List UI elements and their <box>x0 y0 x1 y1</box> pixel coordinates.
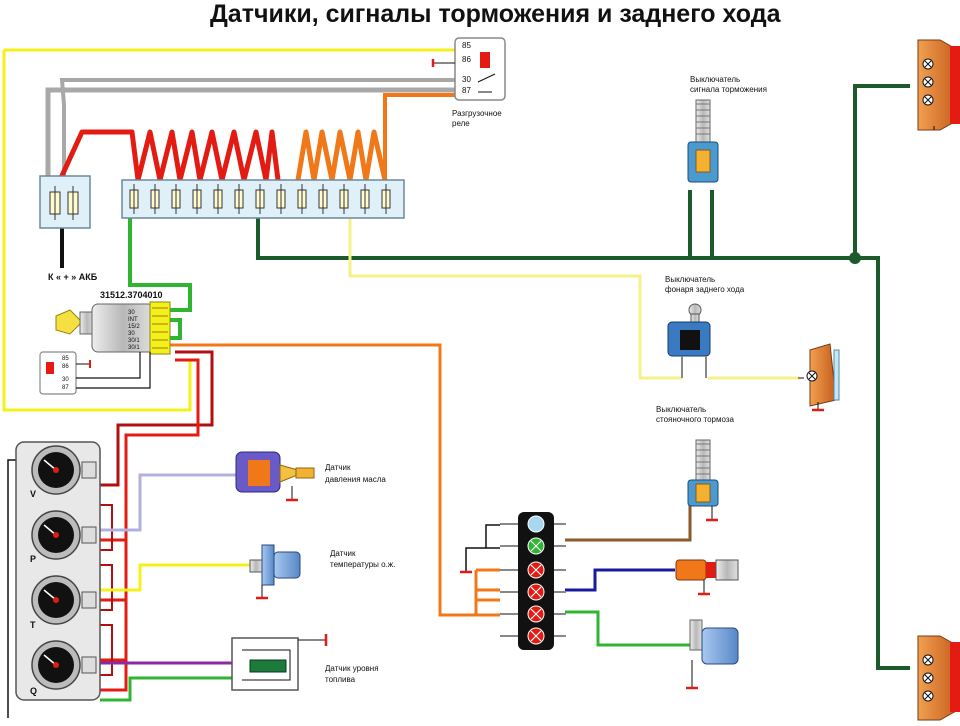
fuse <box>150 184 160 214</box>
wire-yellow-left-loop <box>2 50 192 412</box>
ign-relay-pin-30: 30 <box>62 377 69 383</box>
reverse-switch-label-1: Выключатель <box>665 275 715 284</box>
fuse <box>171 184 181 214</box>
fuse-block <box>121 179 405 219</box>
wire-black-lamp-link <box>485 524 500 549</box>
unload-relay-label-2: реле <box>452 119 470 128</box>
wire-green-fuel <box>100 676 232 702</box>
wire-red-gauges <box>100 358 200 692</box>
wire-black-gauge-ground <box>7 459 18 718</box>
wire-red-harness <box>57 129 281 183</box>
wire-green-ignition <box>128 218 192 312</box>
wire-darkgreen-main <box>256 218 855 260</box>
fuel-level-sensor <box>231 634 328 691</box>
relay-pin-86: 86 <box>462 55 471 64</box>
brake-switch-label-1: Выключатель <box>690 75 740 84</box>
gauge-dial <box>31 445 97 495</box>
fuse <box>234 184 244 214</box>
wire-junction <box>849 252 861 264</box>
battery-fuse-holder <box>39 175 91 229</box>
ignition-switch: 30 INT 15/2 30 30/1 30/1 <box>55 301 171 355</box>
wire-green-ignition-2 <box>165 318 182 340</box>
brake-signal-switch <box>687 99 719 183</box>
ign-relay-pin-86: 86 <box>62 364 69 370</box>
gauge-label-t: T <box>30 620 36 630</box>
fuel-sensor-label-2: топлива <box>325 675 356 684</box>
wire-brown-parkbrake <box>565 505 692 542</box>
fuse <box>297 184 307 214</box>
diagram-title: Датчики, сигналы торможения и заднего хо… <box>210 0 782 28</box>
relay-pin-30: 30 <box>462 75 471 84</box>
wire-darkred-links <box>100 504 113 676</box>
temp-sensor-label-1: Датчик <box>330 549 356 558</box>
wire-orange-lamp-branch <box>474 568 500 615</box>
brake-fluid-sensor <box>686 619 739 690</box>
reverse-light-switch <box>667 303 711 378</box>
ign-relay-pin-85: 85 <box>62 356 69 362</box>
wire-blue-sensor <box>565 568 675 592</box>
gauge-label-v: V <box>30 489 36 499</box>
ign-pin-301a: 30/1 <box>128 338 140 344</box>
coolant-temp-sensor <box>249 544 301 600</box>
ign-relay-pin-87: 87 <box>62 385 69 391</box>
wire-lavender-oil <box>100 473 240 532</box>
wire-gray-inner <box>59 78 455 180</box>
small-sensor <box>675 559 739 596</box>
fuse <box>276 184 286 214</box>
wire-gray-outer <box>45 87 455 180</box>
unload-relay: 85 86 30 87 <box>431 37 506 101</box>
fuse <box>192 184 202 214</box>
wire-orange-harness <box>295 129 388 183</box>
wire-orange-relay <box>383 93 455 180</box>
wire-yellow-temp <box>100 563 250 592</box>
battery-label: К « + » АКБ <box>48 272 98 282</box>
gauge-dial <box>31 575 97 625</box>
oil-sensor-label-1: Датчик <box>325 463 351 472</box>
gauge-label-q: Q <box>30 686 37 696</box>
wire-darkred-1 <box>100 350 214 487</box>
warning-lamp-block <box>500 512 566 650</box>
wire-yellow-reverse-in <box>348 218 682 380</box>
tail-lamp-top <box>917 39 960 131</box>
reverse-lamp <box>798 343 840 412</box>
relay-pin-87: 87 <box>462 86 471 95</box>
gauge-dial <box>31 640 97 690</box>
ign-pin-int: INT <box>128 317 138 323</box>
oil-pressure-sensor <box>235 451 315 502</box>
oil-sensor-label-2: давления масла <box>325 475 386 484</box>
parkbrake-switch-label-1: Выключатель <box>656 405 706 414</box>
wire-orange-lamps <box>170 343 500 617</box>
ign-pin-30a: 30 <box>128 310 135 316</box>
gauge-label-p: P <box>30 554 36 564</box>
temp-sensor-label-2: температуры о.ж. <box>330 560 395 569</box>
fuse <box>129 184 139 214</box>
parking-brake-switch <box>687 439 719 522</box>
gauge-cluster <box>15 441 101 701</box>
tail-lamp-bottom <box>917 635 960 721</box>
wire-darkgreen-bottom-lamp <box>855 256 910 670</box>
reverse-switch-label-2: фонаря заднего хода <box>665 285 745 294</box>
parkbrake-switch-label-2: стояночного тормоза <box>656 415 734 424</box>
wire-black-lamp-ground <box>465 547 486 572</box>
gauge-dial <box>31 510 97 560</box>
fuel-sensor-label-1: Датчик уровня <box>325 664 379 673</box>
ignition-relay: 85 86 30 87 <box>39 351 151 395</box>
fuse <box>213 184 223 214</box>
fuse <box>255 184 265 214</box>
fuse <box>381 184 391 214</box>
fuse <box>318 184 328 214</box>
ign-pin-30b: 30 <box>128 331 135 337</box>
fuse <box>339 184 349 214</box>
wire-green-sensor <box>565 610 690 647</box>
fuse <box>360 184 370 214</box>
brake-switch-label-2: сигнала торможения <box>690 85 767 94</box>
wire-darkgreen-top-lamp <box>853 84 910 258</box>
ignition-switch-label: 31512.3704010 <box>100 290 163 300</box>
ign-pin-301b: 30/1 <box>128 345 140 351</box>
ign-pin-152: 15/2 <box>128 324 140 330</box>
unload-relay-label-1: Разгрузочное <box>452 109 502 118</box>
relay-pin-85: 85 <box>462 41 471 50</box>
